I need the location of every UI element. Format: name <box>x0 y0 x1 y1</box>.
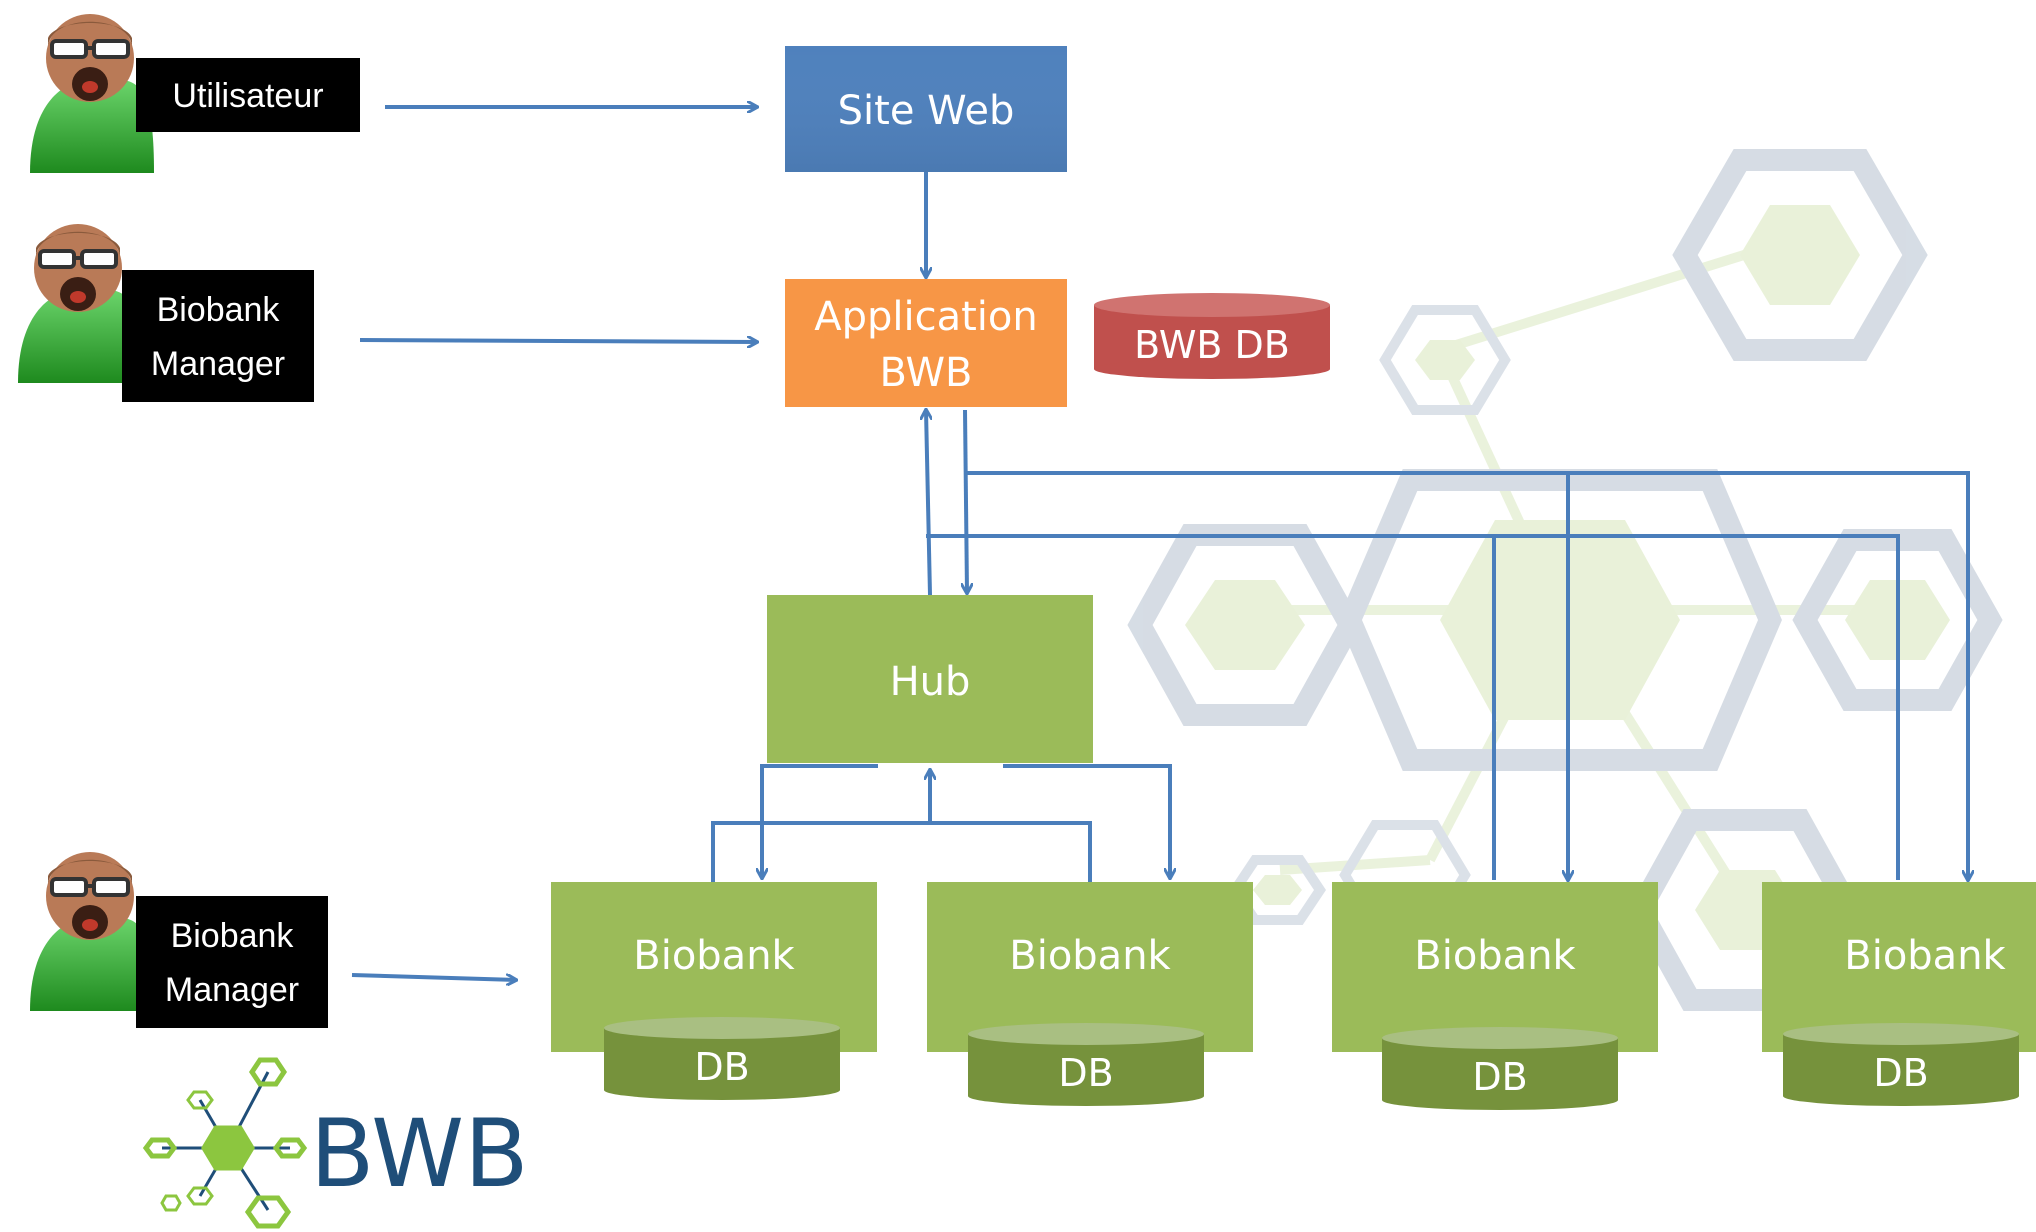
biobank-db-cylinder: DB <box>604 1017 840 1100</box>
biobank-db-cylinder: DB <box>1382 1027 1618 1110</box>
actor-label-line: Biobank <box>157 291 281 329</box>
person-icon <box>30 852 154 1011</box>
arrow-manager-to-application <box>359 340 757 342</box>
biobank-db-label: DB <box>1058 1051 1113 1095</box>
bwb-db-cylinder: BWB DB <box>1094 293 1330 379</box>
person-icon <box>18 224 142 383</box>
site-web-box: Site Web <box>785 46 1067 172</box>
arrow-biobank2-to-hub <box>930 821 1092 882</box>
arrow-biobank1-to-hub <box>711 821 930 882</box>
biobank-db-cylinder: DB <box>1783 1023 2019 1106</box>
arrow-hub-to-application <box>926 410 930 596</box>
actor-label-line: Manager <box>151 345 285 383</box>
site-web-label: Site Web <box>838 88 1015 134</box>
actor-label-box <box>122 270 314 402</box>
bwb-db-label: BWB DB <box>1134 323 1290 367</box>
arrow-manager-to-biobank <box>351 973 516 980</box>
bwb-logo: BWB <box>142 1057 529 1229</box>
arrow-application-to-biobank4 <box>1568 471 1968 880</box>
bwb-logo-text: BWB <box>310 1100 529 1209</box>
actor-1: Utilisateur <box>30 14 360 173</box>
biobank-label: Biobank <box>1009 933 1171 979</box>
arrow-hub-to-biobank1 <box>762 764 878 878</box>
arrow-application-to-hub <box>965 409 967 593</box>
application-label-line2: BWB <box>879 350 972 396</box>
biobank-db-label: DB <box>1873 1051 1928 1095</box>
application-bwb-box: Application BWB <box>785 279 1067 407</box>
actor-label-line: Utilisateur <box>172 77 323 115</box>
watermark-molecule-graphic <box>1127 149 2003 1011</box>
arrow-hub-to-biobank2 <box>1003 764 1170 878</box>
actor-label-box <box>136 58 360 132</box>
biobank-db-label: DB <box>694 1045 749 1089</box>
actor-label-line: Manager <box>165 971 299 1009</box>
biobank-box <box>1332 882 1658 1052</box>
connectors <box>351 107 1968 980</box>
arrow-biobank4-to-application <box>1494 534 1900 880</box>
bwb-logo-hexagon-icon <box>142 1057 308 1229</box>
hub-label: Hub <box>890 659 971 705</box>
biobank-db-cylinder: DB <box>968 1023 1204 1106</box>
hub-box: Hub <box>767 595 1093 763</box>
application-label-line1: Application <box>814 294 1038 340</box>
actor-label-box <box>136 896 328 1028</box>
person-icon <box>30 14 154 173</box>
biobank-db-label: DB <box>1472 1055 1527 1099</box>
biobank-label: Biobank <box>1414 933 1576 979</box>
biobank-label: Biobank <box>1844 933 2006 979</box>
biobank-label: Biobank <box>633 933 795 979</box>
actor-label-line: Biobank <box>171 917 295 955</box>
